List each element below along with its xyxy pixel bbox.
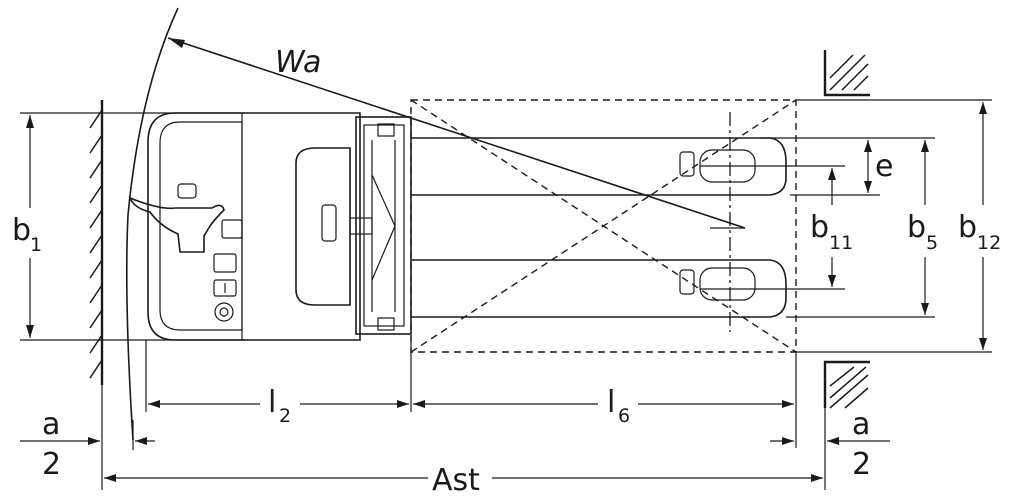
right-wall-top (823, 50, 870, 97)
ast-label: Ast (432, 463, 480, 497)
forks (411, 137, 787, 318)
dimension-l2: l 2 (145, 335, 412, 427)
dimension-b1: b 1 (12, 112, 245, 341)
b12-label: b (958, 210, 977, 245)
b5-subscript: 5 (926, 232, 938, 254)
wa-label: Wa (275, 45, 321, 80)
a-right-denominator: 2 (852, 447, 871, 482)
l6-subscript: 6 (618, 405, 630, 427)
l2-subscript: 2 (279, 405, 291, 427)
turning-radius-arc (125, 7, 179, 441)
b12-subscript: 12 (977, 232, 1001, 254)
l6-label: l (607, 385, 615, 420)
left-wall (89, 100, 104, 385)
pallet-outline (410, 99, 797, 353)
a-left-denominator: 2 (42, 447, 61, 482)
a-left-numerator: a (42, 407, 60, 442)
right-wall-bottom (823, 360, 870, 409)
b11-subscript: 11 (829, 232, 853, 254)
b5-label: b (907, 210, 926, 245)
b1-label: b (12, 213, 31, 248)
b1-subscript: 1 (30, 234, 42, 256)
truck-body (128, 112, 412, 341)
dimension-ast: Ast (104, 462, 823, 497)
b11-label: b (810, 210, 829, 245)
dimension-a-half-right: a 2 (770, 407, 890, 490)
dimension-b11: b 11 (700, 165, 856, 290)
e-label: e (875, 149, 893, 184)
a-right-numerator: a (852, 407, 870, 442)
dimension-a-half-left: a 2 (20, 385, 155, 490)
wa-radius-line (167, 37, 746, 229)
l2-label: l (268, 385, 276, 420)
dimension-l6: l 6 (413, 352, 797, 448)
dimension-e: e (760, 137, 935, 196)
dimension-b5: b 5 (786, 140, 947, 318)
dimension-b12: b 12 (796, 99, 1008, 353)
